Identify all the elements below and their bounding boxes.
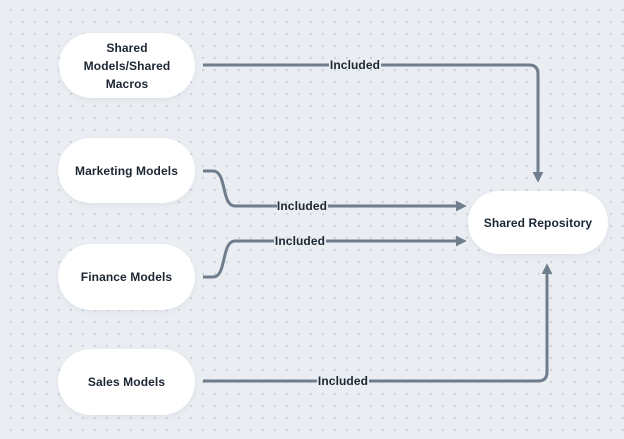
edge-finance-segment-a bbox=[203, 239, 274, 279]
node-label: Shared Repository bbox=[483, 215, 593, 230]
node-marketing-models[interactable]: Marketing Models bbox=[58, 138, 195, 203]
edge-label-finance-included: Included bbox=[274, 234, 326, 248]
node-shared-repository[interactable]: Shared Repository bbox=[468, 191, 608, 254]
edge-label-sales-included: Included bbox=[317, 374, 369, 388]
node-label: Marketing Models bbox=[75, 163, 178, 178]
edge-label-shared-models-included: Included bbox=[329, 58, 381, 72]
node-finance-models[interactable]: Finance Models bbox=[58, 244, 195, 310]
edge-marketing-segment-a bbox=[203, 169, 277, 208]
node-label: Finance Models bbox=[80, 270, 173, 284]
node-sales-models[interactable]: Sales Models bbox=[58, 349, 195, 415]
node-shared-models-shared-macros[interactable]: Shared Models/Shared Macros bbox=[59, 33, 195, 98]
node-label: Sales Models bbox=[87, 375, 166, 389]
edge-label-marketing-included: Included bbox=[276, 199, 328, 213]
edge-sales-segment-b bbox=[369, 263, 553, 383]
node-label: Shared Models/Shared Macros bbox=[83, 40, 171, 91]
edge-shared-models-segment-b bbox=[381, 63, 544, 183]
